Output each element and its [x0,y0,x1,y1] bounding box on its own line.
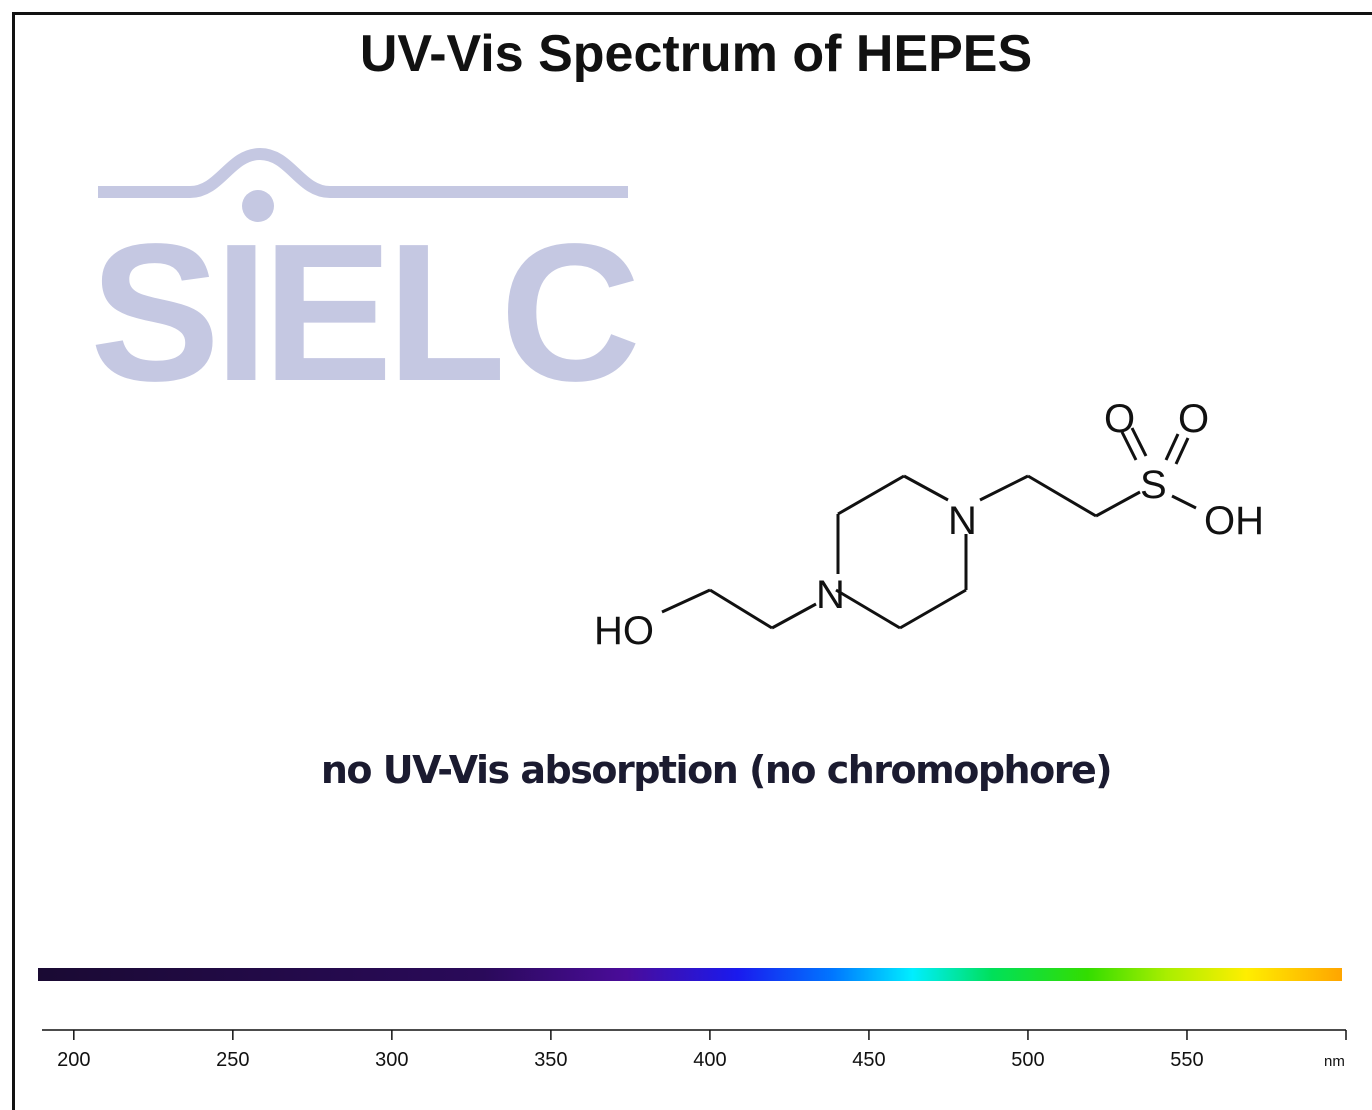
label-oh: OH [1204,499,1264,543]
x-tick-label-300: 300 [375,1049,408,1071]
x-tick-label-500: 500 [1011,1049,1044,1071]
label-n1: N [816,573,845,617]
logo-text: SIELC [90,203,636,390]
x-axis-unit: nm [1324,1053,1345,1070]
wavelength-axis: 200 250 300 350 400 450 500 550 nm [42,1029,1347,1071]
x-tick-label-250: 250 [216,1049,249,1071]
x-tick-label-200: 200 [57,1049,90,1071]
label-o1: O [1104,397,1135,441]
label-s: S [1140,463,1167,507]
x-tick-label-550: 550 [1170,1049,1203,1071]
figure-frame [12,12,1372,1110]
label-n2: N [948,499,977,543]
hepes-structure: HO N N S O O OH [594,397,1264,653]
sielc-logo: SIELC [90,147,642,390]
label-ho: HO [594,609,654,653]
spectrum-color-bar [38,968,1342,981]
logo-swoosh [98,147,628,198]
logo-dot [242,190,274,222]
molecule-bonds [661,427,1197,630]
x-tick-label-450: 450 [852,1049,885,1071]
chart-title: UV-Vis Spectrum of HEPES [359,25,1033,83]
x-tick-label-400: 400 [693,1049,726,1071]
no-absorption-note: no UV-Vis absorption (no chromophore) [320,748,1113,792]
label-o2: O [1178,397,1209,441]
x-tick-label-350: 350 [534,1049,567,1071]
